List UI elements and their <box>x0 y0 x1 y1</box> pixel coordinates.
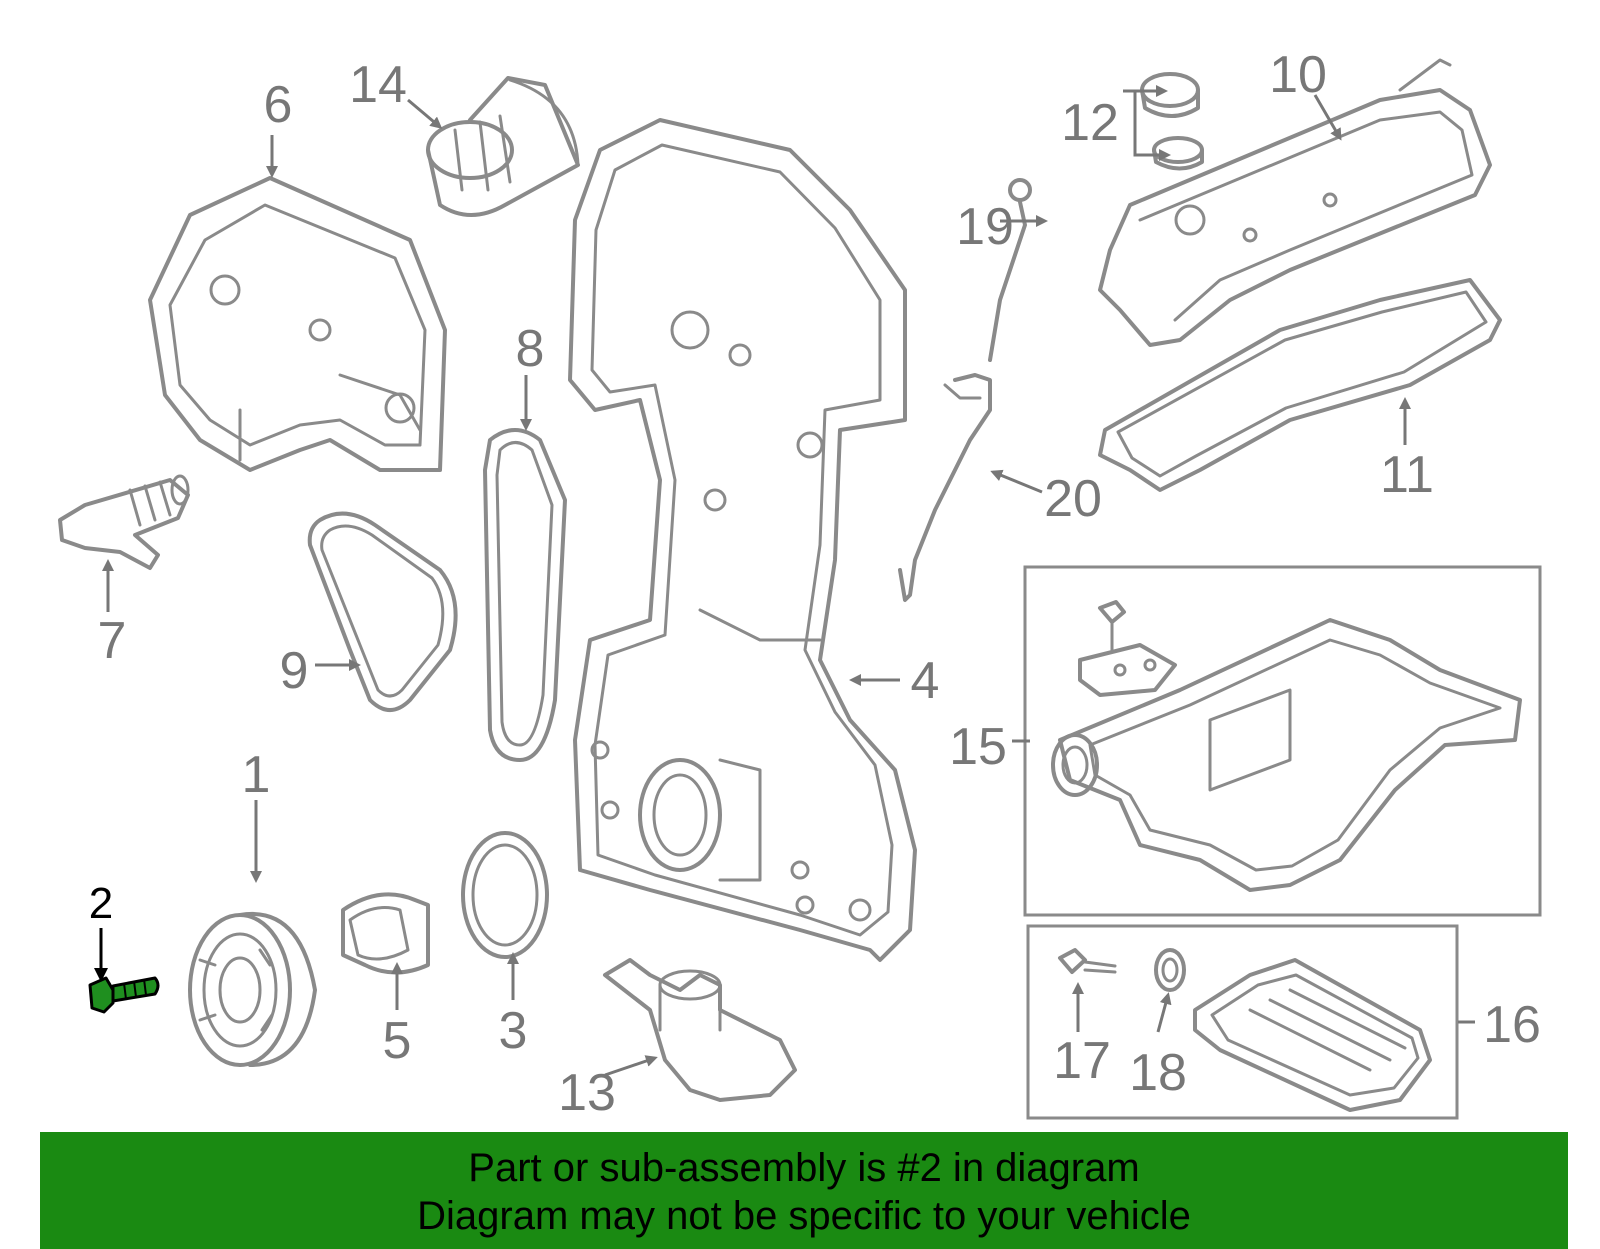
part-20-dipstick-tube <box>898 373 992 602</box>
callout-labels: 1 2 3 4 5 6 7 8 9 10 11 12 13 14 15 16 1… <box>89 46 1541 1122</box>
callout-16: 16 <box>1483 996 1541 1054</box>
part-14-oil-filter <box>426 76 580 217</box>
callout-17: 17 <box>1053 1032 1111 1090</box>
callout-5: 5 <box>383 1012 412 1070</box>
part-16-box <box>1026 924 1459 1120</box>
part-6-timing-cover <box>148 176 447 472</box>
part-4-front-cover <box>568 118 917 962</box>
callout-10: 10 <box>1269 46 1327 104</box>
part-13-oil-strainer <box>603 958 797 1102</box>
callout-1: 1 <box>242 746 271 804</box>
callout-18: 18 <box>1129 1044 1187 1102</box>
callout-15: 15 <box>949 718 1007 776</box>
part-5-crank-sprocket <box>341 892 430 975</box>
callout-12: 12 <box>1061 94 1119 152</box>
banner-line-part-number: Part or sub-assembly is #2 in diagram <box>468 1146 1140 1190</box>
callout-7: 7 <box>98 612 127 670</box>
callout-8: 8 <box>516 320 545 378</box>
callout-14: 14 <box>349 56 407 114</box>
part-1-crank-pulley <box>188 911 317 1067</box>
callout-11: 11 <box>1380 446 1434 504</box>
part-3-crank-seal <box>461 831 549 959</box>
callout-3: 3 <box>499 1002 528 1060</box>
info-banner: Part or sub-assembly is #2 in diagram Di… <box>40 1132 1568 1249</box>
leader-lines <box>94 85 1475 1077</box>
part-16-oil-pan-lower <box>1058 948 1432 1112</box>
callout-19: 19 <box>956 198 1014 256</box>
callout-4: 4 <box>911 652 940 710</box>
callout-20: 20 <box>1044 470 1102 528</box>
part-7-solenoid-valve <box>58 474 190 570</box>
part-19-dipstick <box>988 178 1032 362</box>
part-8-timing-chain-long <box>483 428 567 762</box>
part-11-valve-cover-gasket <box>1098 278 1502 492</box>
callout-2-highlighted: 2 <box>89 879 113 928</box>
part-2-crank-bolt-highlighted <box>88 976 160 1014</box>
part-9-timing-chain-small <box>307 511 458 712</box>
callout-9: 9 <box>280 642 309 700</box>
part-15-oil-pan-upper <box>1051 600 1522 892</box>
callout-13: 13 <box>558 1064 616 1122</box>
callout-6: 6 <box>264 76 293 134</box>
part-10-valve-cover <box>1098 58 1492 347</box>
banner-line-disclaimer: Diagram may not be specific to your vehi… <box>417 1194 1191 1238</box>
